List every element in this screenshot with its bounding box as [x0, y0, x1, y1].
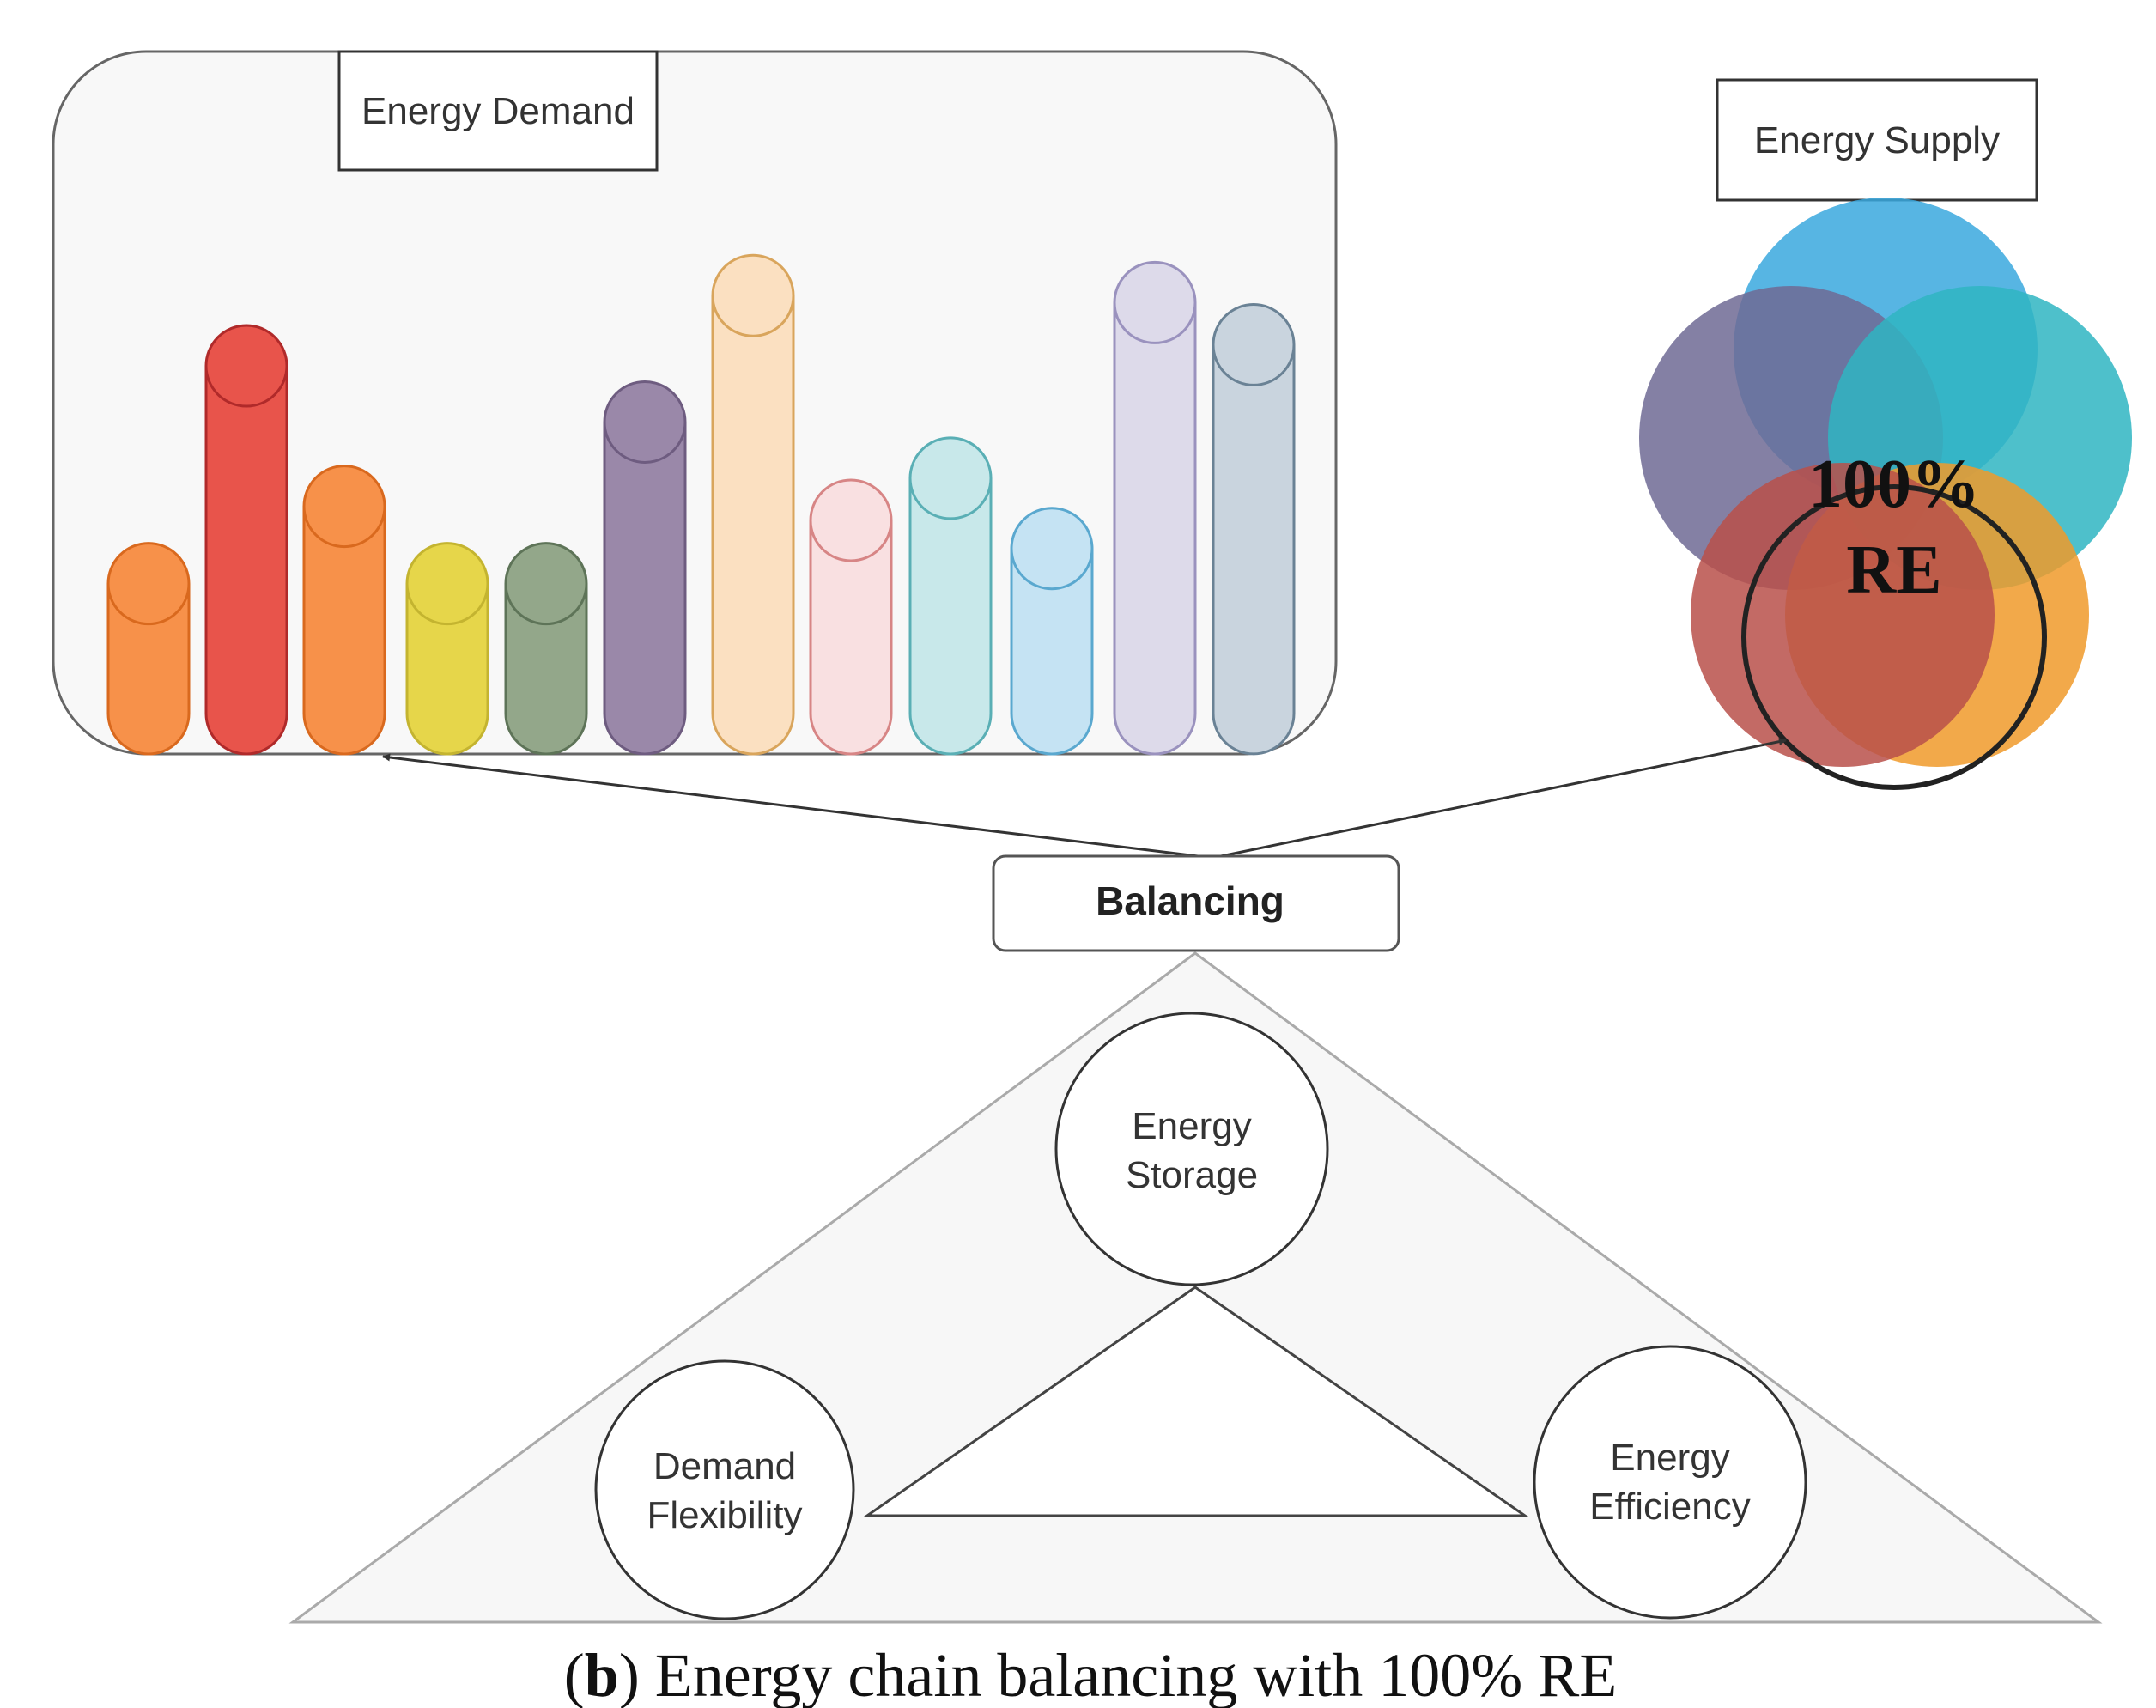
balancing-inner-triangle [863, 1286, 1529, 1517]
demand-column-cap [405, 583, 489, 626]
demand-column-body [711, 253, 795, 756]
demand-column-body [204, 324, 288, 756]
energy-storage-line2: Storage [1126, 1154, 1258, 1196]
demand-column-cap [1113, 302, 1197, 344]
demand-flexibility-line1: Demand [653, 1445, 796, 1487]
demand-column-yellow [405, 542, 489, 756]
balancing-label: Balancing [1096, 878, 1284, 923]
demand-column-cap [504, 583, 588, 626]
demand-column-red [204, 324, 288, 756]
demand-column-cap [908, 477, 993, 520]
demand-column-purple [603, 380, 687, 756]
re-badge-line2: RE [1846, 532, 1941, 608]
demand-column-body [809, 478, 893, 756]
energy-efficiency-line2: Efficiency [1589, 1486, 1751, 1528]
demand-column-cap [106, 583, 191, 626]
demand-column-body [504, 542, 588, 756]
demand-flexibility-line2: Flexibility [647, 1494, 803, 1536]
demand-flexibility-circle [594, 1359, 855, 1620]
demand-column-cap [1010, 548, 1094, 591]
demand-column-body [603, 380, 687, 756]
demand-column-peach [711, 253, 795, 756]
re-outline-ring [1741, 484, 2047, 790]
demand-column-cap [204, 366, 288, 408]
demand-column-orange-2 [302, 465, 386, 756]
energy-demand-label: Energy Demand [361, 90, 635, 132]
energy-supply-label-box [1716, 78, 2038, 202]
demand-column-body [1212, 302, 1296, 756]
demand-column-orange [106, 542, 191, 756]
demand-column-body [106, 542, 191, 756]
demand-column-body [302, 465, 386, 756]
demand-column-aqua [908, 436, 993, 756]
re-badge-line1: 100% [1808, 447, 1980, 522]
supply-circle-brick-red [1691, 463, 1995, 767]
figure-caption: (b) Energy chain balancing with 100% RE [564, 1641, 1617, 1708]
demand-column-body [908, 436, 993, 756]
demand-column-body [1010, 507, 1094, 756]
caption-open-paren: ( [564, 1641, 585, 1708]
energy-efficiency-line1: Energy [1610, 1437, 1729, 1479]
demand-columns [106, 253, 1296, 756]
demand-column-light-blue [1010, 507, 1094, 756]
demand-column-cap [1212, 344, 1296, 386]
energy-demand-label-box [337, 50, 659, 172]
demand-column-body [405, 542, 489, 756]
caption-text: ) Energy chain balancing with 100% RE [619, 1641, 1617, 1708]
balancing-box [992, 854, 1400, 952]
energy-supply-label: Energy Supply [1754, 119, 2000, 161]
demand-column-cap [711, 295, 795, 337]
energy-storage-circle [1054, 1012, 1329, 1286]
demand-column-cap [809, 520, 893, 562]
arrow-to-demand [382, 753, 1199, 858]
demand-column-cap [302, 506, 386, 549]
energy-efficiency-circle [1533, 1345, 1807, 1620]
demand-column-pink [809, 478, 893, 756]
energy-supply-circles [1639, 198, 2132, 767]
arrow-to-supply [1220, 738, 1787, 858]
demand-column-body [1113, 260, 1197, 756]
demand-column-lavender [1113, 260, 1197, 756]
demand-column-olive-green [504, 542, 588, 756]
demand-column-cap [603, 422, 687, 464]
demand-column-gray-blue [1212, 302, 1296, 756]
caption-panel-letter: b [585, 1641, 619, 1708]
energy-storage-line1: Energy [1132, 1105, 1251, 1147]
